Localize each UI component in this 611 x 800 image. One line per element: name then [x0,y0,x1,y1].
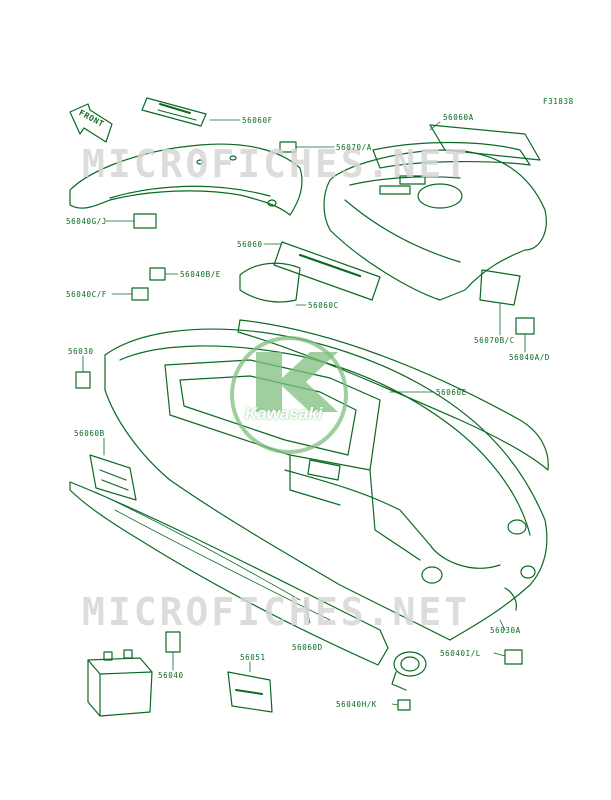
watermark-bottom: MICROFICHES.NET [82,590,471,634]
decal-56060-kawasaki [273,241,381,301]
decal-56030a-part [504,587,517,611]
watermark-top: MICROFICHES.NET [82,142,471,186]
label-56040hk: 56040H/K [336,700,377,709]
decal-56051-logo [227,671,273,713]
label-56040gj: 56040G/J [66,217,107,226]
decal-56040ad-sticker [515,317,535,335]
label-56040be: 56040B/E [180,270,221,279]
label-56060f: 56060F [242,116,273,125]
label-56060d: 56060D [292,643,323,652]
label-56040: 56040 [158,671,184,680]
decal-56060e-stripe [237,319,549,471]
decal-56040-sticker [165,631,181,653]
label-56070a: 56070/A [336,143,372,152]
decal-56040hk-sticker [397,699,411,711]
label-56060b: 56060B [74,429,105,438]
decal-56040il-sticker [504,649,523,665]
decal-56060c-piece [239,262,301,303]
decal-56030-sticker [75,371,91,389]
knob-cap-part [391,651,427,691]
kawasaki-logo-text: Kawasaki [245,404,323,423]
label-56030a: 56030A [490,626,521,635]
label-56040ad: 56040A/D [509,353,550,362]
decal-56070a-sticker [279,141,297,153]
label-56040cf: 56040C/F [66,290,107,299]
decal-56040cf-sticker [131,287,149,301]
label-56060: 56060 [237,240,263,249]
front-hood-part [69,143,303,216]
diagram-code: F31838 [543,97,574,106]
decal-56060d-strip [69,481,389,666]
decal-56040gj-sticker [133,213,157,229]
storage-hood-part [323,141,547,301]
decal-56060b-piece [89,454,137,501]
label-56060c: 56060C [308,301,339,310]
label-56060a: 56060A [443,113,474,122]
front-arrow [69,103,113,143]
label-56030: 56030 [68,347,94,356]
kawasaki-logo-watermark [230,336,348,454]
decal-56060f-strip [141,97,207,127]
decal-56040be-sticker [149,267,166,281]
decal-56070bc-sticker [479,269,521,306]
leader-lines [82,119,526,706]
label-56060e: 56060E [436,388,467,397]
battery-box-part [87,649,153,717]
label-56070bc: 56070B/C [474,336,515,345]
label-56040il: 56040I/L [440,649,481,658]
decal-56060a-panel [429,124,541,161]
label-56051: 56051 [240,653,266,662]
